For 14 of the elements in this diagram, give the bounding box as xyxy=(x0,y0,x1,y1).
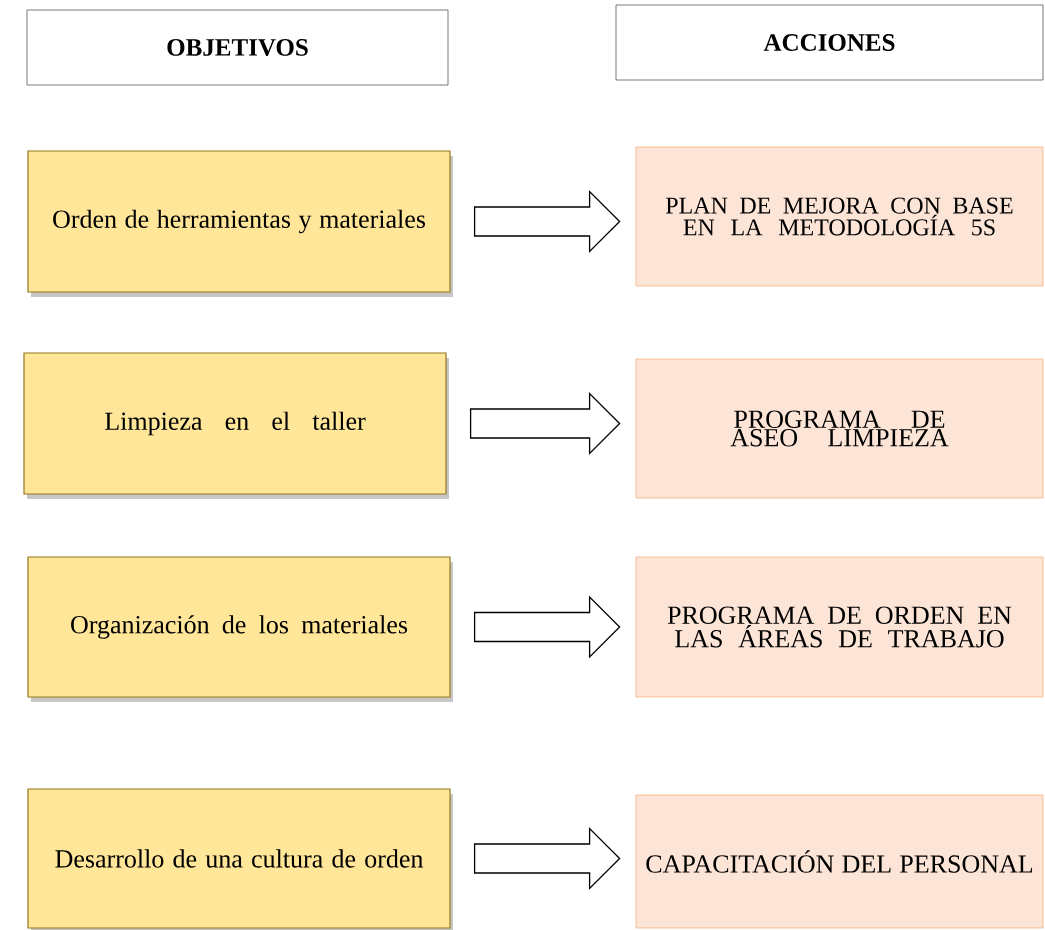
objective-box: Desarrollo de una cultura de orden xyxy=(27,788,453,930)
block-arrow xyxy=(473,595,621,659)
objective-box: Orden de herramientas y materiales xyxy=(27,150,453,297)
objective-box: Organización de los materiales xyxy=(27,556,453,702)
action-box: PROGRAMA DE ASEO LIMPIEZA xyxy=(635,358,1044,499)
block-arrow xyxy=(473,189,621,254)
action-box: PROGRAMA DE ORDEN EN LAS ÁREAS DE TRABAJO xyxy=(635,556,1044,698)
block-arrow xyxy=(473,826,621,891)
block-arrow xyxy=(469,391,621,456)
header-box: ACCIONES xyxy=(615,4,1044,81)
objective-box: Limpieza en el taller xyxy=(23,352,449,499)
header-box: OBJETIVOS xyxy=(26,9,449,86)
action-box: PLAN DE MEJORA CON BASE EN LA METODOLOGÍA 5S xyxy=(635,146,1044,287)
action-box: CAPACITACIÓN DEL PERSONAL xyxy=(635,794,1044,929)
